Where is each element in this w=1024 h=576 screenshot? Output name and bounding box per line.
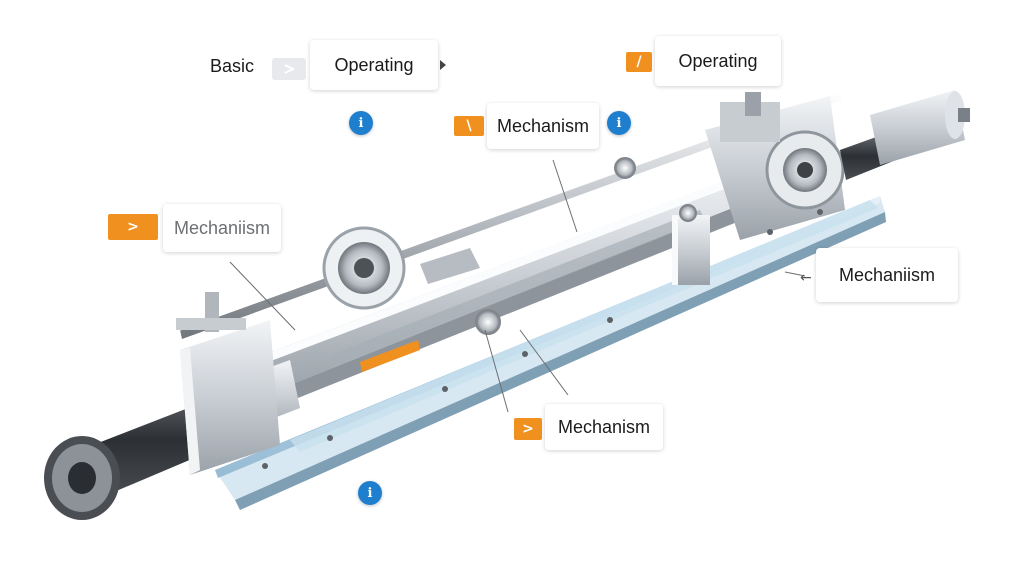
breadcrumb: Basic — [210, 55, 254, 77]
chevron-right-icon — [272, 58, 306, 80]
arrow-left-icon: ← — [800, 270, 812, 286]
callout-text: Mechanism — [496, 115, 590, 136]
callout-lower-middle[interactable]: Mechanism — [545, 404, 663, 450]
callout-text: Mechaniism — [173, 217, 271, 238]
leader-line — [484, 329, 509, 413]
callout-text: Mechanism — [557, 416, 651, 437]
breadcrumb-current-label: Operating — [334, 54, 414, 75]
callout-tag-top-right: / — [626, 52, 652, 72]
breadcrumb-current[interactable]: Operating — [310, 40, 438, 90]
main-beam — [250, 160, 792, 410]
callout-text: Mechaniism — [838, 264, 936, 285]
callout-top-right[interactable]: Operating — [655, 36, 781, 86]
left-end-bracket — [176, 292, 280, 475]
leader-line — [784, 271, 806, 277]
info-icon[interactable]: ℹ — [349, 111, 373, 135]
callout-left[interactable]: Mechaniism — [163, 204, 281, 252]
right-cylinder — [840, 90, 970, 180]
info-icon[interactable]: ℹ — [358, 481, 382, 505]
callout-text: Operating — [678, 50, 758, 71]
leader-line — [552, 159, 578, 233]
callout-upper-middle[interactable]: Mechanism — [487, 103, 599, 149]
callout-right[interactable]: Mechaniism — [816, 248, 958, 302]
leader-line — [229, 261, 296, 331]
callout-tag-left: > — [108, 214, 158, 240]
center-bolt — [475, 157, 697, 335]
leader-lines — [229, 159, 806, 413]
info-icon[interactable]: ℹ — [607, 111, 631, 135]
base-rail — [215, 196, 886, 510]
mounting-holes — [262, 209, 823, 469]
left-gear-assembly — [322, 226, 480, 310]
callout-tag-upper-middle: \ — [454, 116, 484, 136]
support-post — [672, 215, 710, 285]
leader-line — [519, 329, 569, 396]
right-gearbox — [705, 92, 845, 240]
caret-right-icon — [440, 60, 446, 70]
callout-tag-lower-middle: > — [514, 418, 542, 440]
breadcrumb-root[interactable]: Basic — [210, 55, 255, 76]
